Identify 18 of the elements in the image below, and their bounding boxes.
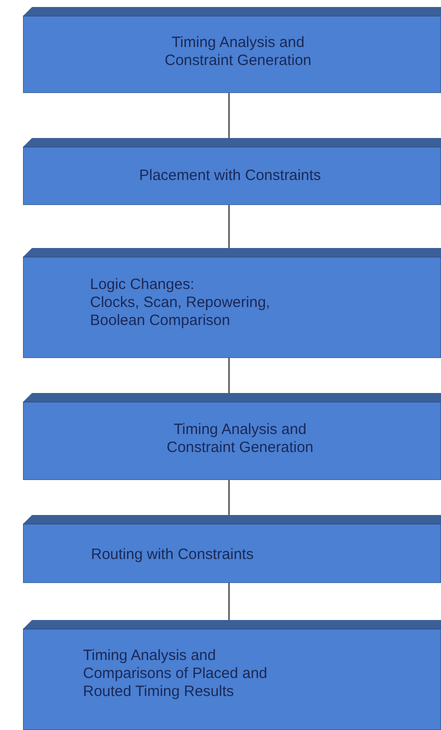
process-box (23, 620, 441, 730)
process-box (23, 248, 441, 358)
step-label: Clocks, Scan, Repowering, Boolean Comparison (90, 294, 272, 330)
step-label: Timing Analysis and Constraint Generation (164, 34, 312, 70)
step-label: Logic Changes: (90, 276, 196, 294)
connector-line (228, 93, 230, 138)
process-box (23, 7, 441, 93)
step-label: Routing with Constraints (91, 546, 255, 564)
process-box (23, 515, 441, 583)
step-label: Timing Analysis and Comparisons of Placed and Routed Timing Results (83, 647, 268, 701)
step-label: Placement with Constraints (138, 167, 322, 185)
connector-line (228, 358, 230, 393)
step-label: Timing Analysis and Constraint Generation (166, 421, 314, 457)
process-box (23, 138, 441, 205)
connector-line (228, 583, 230, 620)
process-box (23, 393, 441, 480)
connector-line (228, 480, 230, 515)
connector-line (228, 205, 230, 248)
